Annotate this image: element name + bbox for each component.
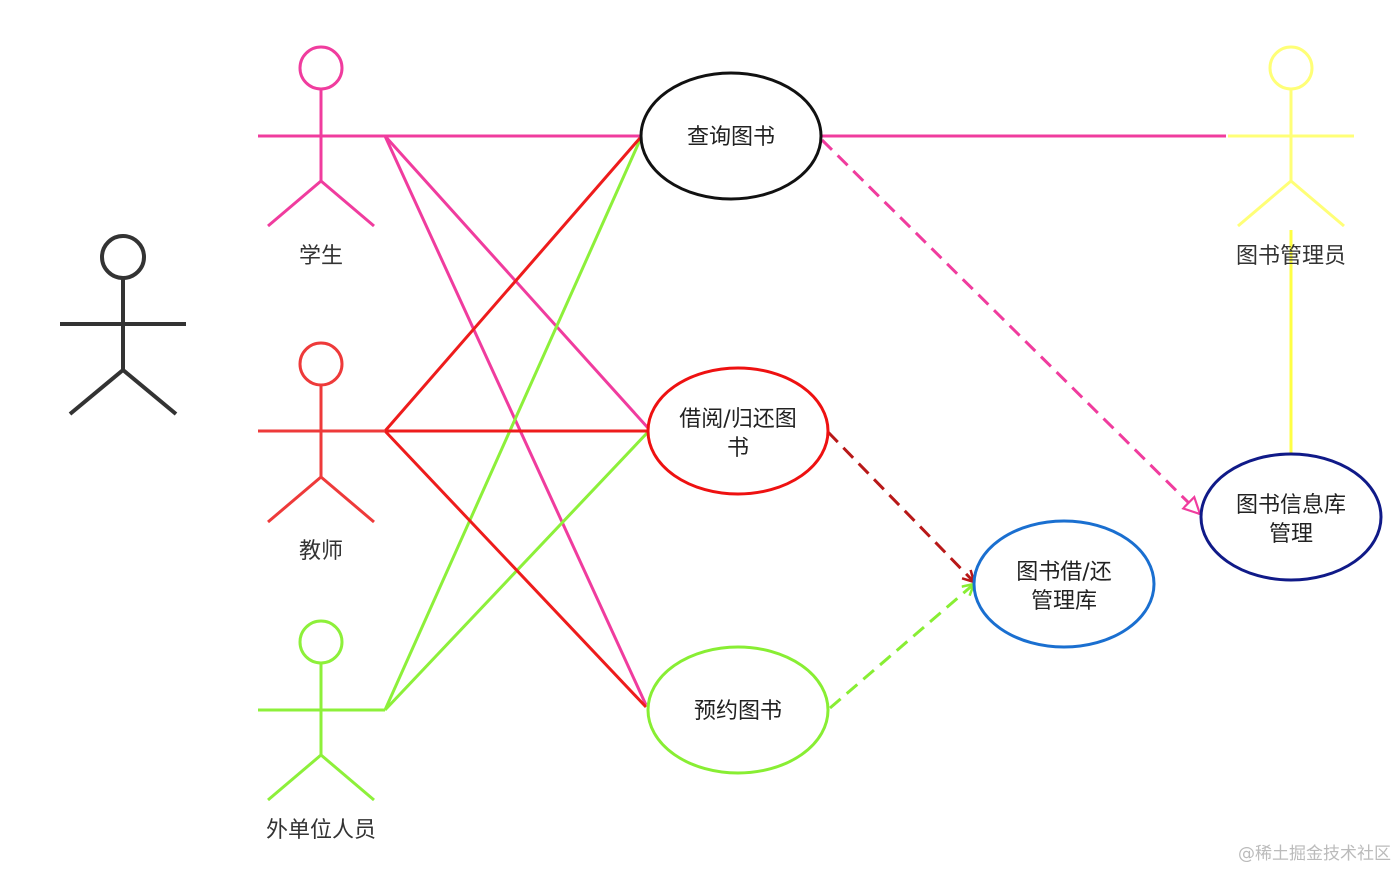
use-case-borrow-line-1: 借阅/归还图 — [679, 407, 796, 432]
actor-librarian-label: 图书管理员 — [1236, 244, 1346, 269]
actor-librarian — [1228, 45, 1354, 228]
actor-external-head — [298, 619, 344, 665]
actor-external — [258, 619, 385, 802]
assoc-teacher-reserve — [383, 429, 648, 709]
actor-external-label: 外单位人员 — [266, 818, 376, 843]
actor-librarian-head — [1268, 45, 1314, 91]
use-case-reserve: 预约图书 — [646, 645, 830, 775]
use-case-borrow-mgmt-line-2: 管理库 — [1031, 589, 1097, 614]
actor-student-label: 学生 — [299, 244, 343, 269]
actor-teacher — [258, 341, 385, 524]
dep-query-to-info-mgmt — [820, 138, 1200, 514]
use-case-borrow: 借阅/归还图 书 — [646, 366, 830, 496]
use-case-borrow-mgmt-line-1: 图书借/还 — [1016, 560, 1111, 585]
use-case-info-mgmt-line-2: 管理 — [1269, 522, 1313, 547]
actor-teacher-label: 教师 — [299, 539, 343, 564]
actor-student-head — [298, 45, 344, 91]
use-case-borrow-line-2: 书 — [727, 436, 749, 461]
use-case-query: 查询图书 — [639, 71, 823, 201]
actor-student — [258, 45, 385, 228]
actor-generic — [60, 234, 186, 416]
use-case-info-mgmt-line-1: 图书信息库 — [1236, 493, 1346, 518]
assoc-teacher-query — [383, 137, 642, 432]
dep-reserve-to-borrow-mgmt — [829, 584, 974, 710]
dep-borrow-to-borrow-mgmt — [826, 430, 974, 582]
actor-teacher-head — [298, 341, 344, 387]
use-case-info-mgmt: 图书信息库 管理 — [1199, 452, 1383, 582]
watermark: @稀土掘金技术社区 — [1238, 844, 1391, 864]
associations — [383, 134, 1293, 712]
use-case-borrow-mgmt: 图书借/还 管理库 — [972, 519, 1156, 649]
assoc-external-query — [383, 139, 642, 711]
use-case-reserve-line-1: 预约图书 — [694, 699, 782, 724]
actor-generic-head — [100, 234, 146, 280]
use-case-query-line-1: 查询图书 — [687, 125, 775, 150]
